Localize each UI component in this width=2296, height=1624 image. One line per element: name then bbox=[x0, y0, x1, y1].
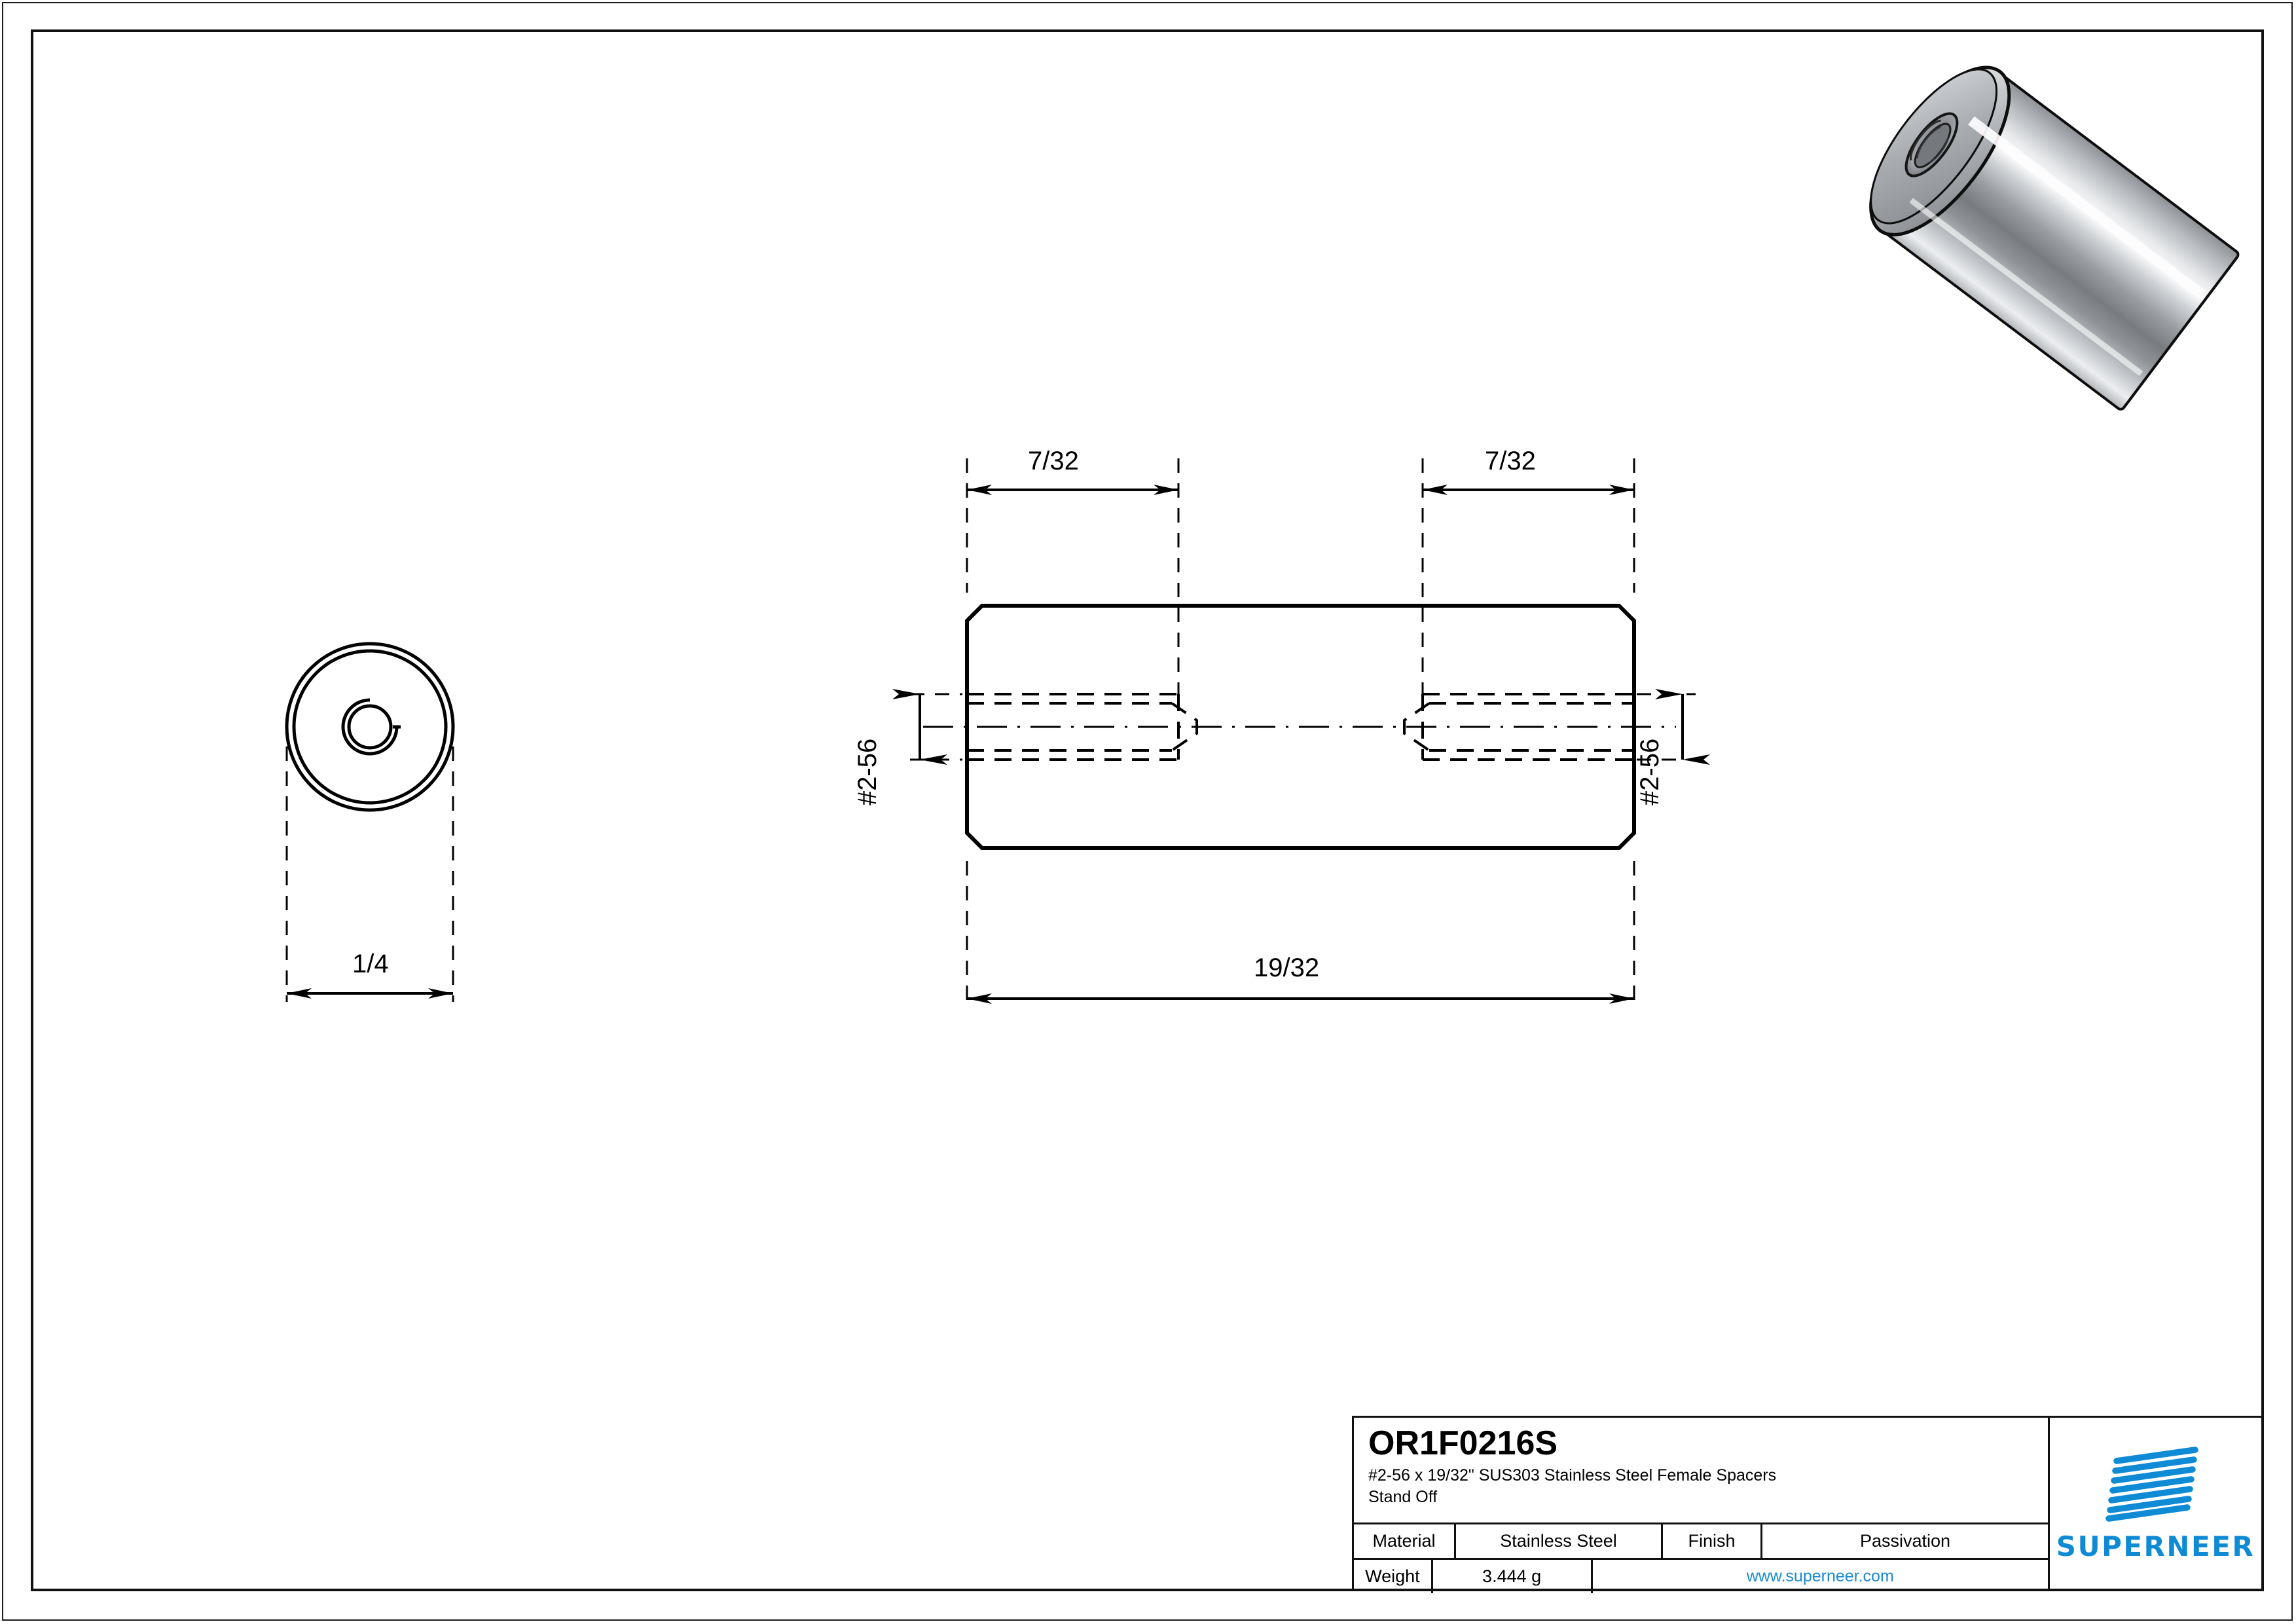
material-label: Material bbox=[1354, 1524, 1456, 1558]
isometric-3d-render bbox=[1869, 65, 2240, 411]
weight-value: 3.444 g bbox=[1433, 1560, 1593, 1593]
title-block-row-weight: Weight 3.444 g www.superneer.com bbox=[1354, 1558, 2048, 1593]
sheet-inner-border bbox=[31, 29, 2264, 1591]
weight-label: Weight bbox=[1354, 1560, 1433, 1593]
dimension-label-thread-depth-left: 7/32 bbox=[1028, 447, 1079, 475]
website-cell[interactable]: www.superneer.com bbox=[1593, 1560, 2048, 1593]
dimension-label-overall-length: 19/32 bbox=[1254, 953, 1320, 982]
dimension-label-thread-size-left: #2-56 bbox=[853, 738, 882, 805]
finish-label: Finish bbox=[1663, 1524, 1762, 1558]
website-link[interactable]: www.superneer.com bbox=[1746, 1567, 1894, 1585]
brand-name: SUPERNEER bbox=[2056, 1530, 2255, 1562]
title-block-main: OR1F0216S #2-56 x 19/32" SUS303 Stainles… bbox=[1352, 1416, 2050, 1593]
dimension-label-thread-depth-right: 7/32 bbox=[1485, 447, 1536, 475]
dimension-label-diameter: 1/4 bbox=[352, 950, 389, 978]
side-section-view bbox=[892, 458, 1710, 1008]
title-block-description-area: OR1F0216S #2-56 x 19/32" SUS303 Stainles… bbox=[1354, 1418, 2048, 1522]
part-description-line-1: #2-56 x 19/32" SUS303 Stainless Steel Fe… bbox=[1368, 1466, 1777, 1485]
superneer-stripes-icon bbox=[2105, 1446, 2198, 1522]
finish-value: Passivation bbox=[1859, 1531, 1951, 1551]
title-block-row-material: Material Stainless Steel Finish Passivat… bbox=[1354, 1522, 2048, 1558]
part-description-line-2: Stand Off bbox=[1368, 1487, 1438, 1506]
title-block-brand-area: SUPERNEER bbox=[2050, 1416, 2263, 1591]
material-value: Stainless Steel bbox=[1456, 1524, 1663, 1558]
part-number: OR1F0216S bbox=[1368, 1424, 1558, 1462]
title-block: OR1F0216S #2-56 x 19/32" SUS303 Stainles… bbox=[1352, 1416, 2263, 1593]
dimension-label-thread-size-right: #2-56 bbox=[1635, 738, 1664, 805]
front-end-view bbox=[285, 642, 455, 1002]
